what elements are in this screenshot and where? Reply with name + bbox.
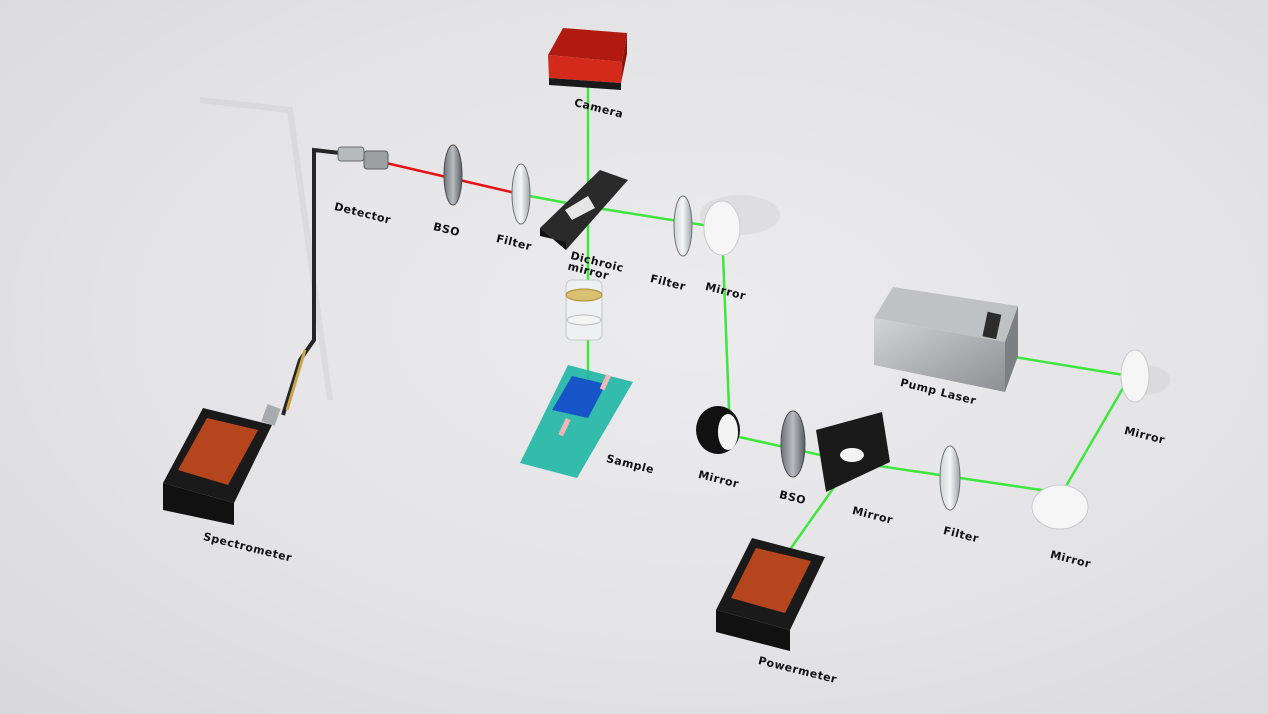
mirror-top (703, 200, 741, 256)
powermeter (716, 538, 825, 651)
mirror-lower (696, 406, 740, 454)
camera (548, 28, 627, 90)
spectrometer (163, 404, 281, 525)
bso-crystal-lower (780, 410, 806, 478)
pickoff-mirror (816, 412, 890, 492)
filter-lower (939, 445, 961, 511)
filter-top (511, 163, 531, 225)
pump-laser (874, 287, 1018, 392)
objective-lens (565, 279, 603, 341)
optical-fiber (281, 147, 341, 416)
dichroic-mirror (540, 170, 628, 250)
sample-chip (520, 365, 633, 478)
filter-right (673, 195, 693, 257)
detector-connector (337, 146, 389, 170)
mirror-bottom-right (1031, 484, 1089, 530)
bso-crystal-top (443, 144, 463, 206)
mirror-far-right (1120, 349, 1150, 403)
